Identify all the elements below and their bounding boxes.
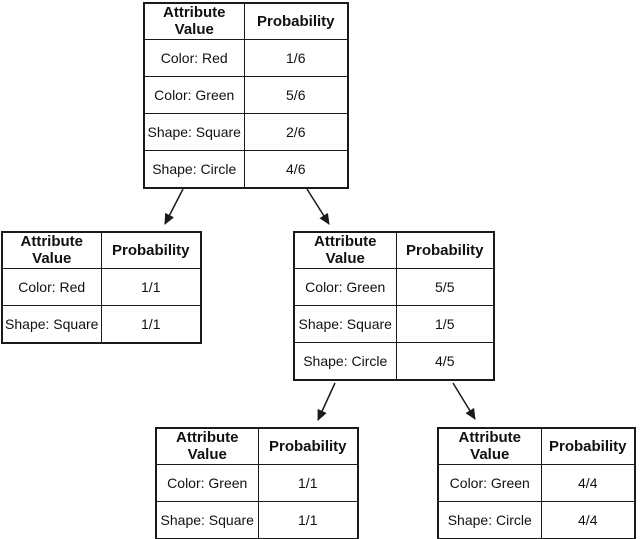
probability-table-branch-right: Attribute Value Probability Color: Green…: [293, 231, 495, 381]
cell-attribute: Color: Green: [143, 75, 245, 114]
table-row: Shape: Circle 4/6: [143, 149, 349, 188]
cell-probability: 5/6: [243, 75, 349, 114]
table-row: Shape: Circle 4/5: [293, 341, 495, 380]
cell-attribute: Color: Green: [293, 267, 397, 306]
table-header-row: Attribute Value Probability: [437, 427, 636, 465]
probability-table-leaf-left: Attribute Value Probability Color: Green…: [155, 427, 359, 539]
table-header-row: Attribute Value Probability: [1, 231, 202, 269]
header-attribute-value: Attribute Value: [293, 231, 397, 269]
cell-attribute: Shape: Square: [143, 112, 245, 151]
table-row: Color: Green 1/1: [155, 463, 359, 502]
table-row: Color: Red 1/6: [143, 38, 349, 77]
table-row: Shape: Circle 4/4: [437, 500, 636, 539]
header-probability: Probability: [395, 231, 495, 269]
table-row: Color: Green 4/4: [437, 463, 636, 502]
cell-attribute: Shape: Circle: [293, 341, 397, 380]
cell-probability: 1/1: [257, 500, 359, 539]
header-attribute-value: Attribute Value: [1, 231, 102, 269]
table-row: Color: Green 5/5: [293, 267, 495, 306]
cell-attribute: Color: Red: [1, 267, 102, 306]
arrow-branch-right-to-leaf-right-icon: [452, 382, 476, 420]
probability-table-branch-left: Attribute Value Probability Color: Red 1…: [1, 231, 202, 344]
table-header-row: Attribute Value Probability: [155, 427, 359, 465]
header-probability: Probability: [257, 427, 359, 465]
table-header-row: Attribute Value Probability: [143, 2, 349, 40]
cell-probability: 1/1: [257, 463, 359, 502]
cell-probability: 1/5: [395, 304, 495, 343]
cell-attribute: Shape: Circle: [143, 149, 245, 188]
table-header-row: Attribute Value Probability: [293, 231, 495, 269]
header-probability: Probability: [540, 427, 636, 465]
table-row: Shape: Square 2/6: [143, 112, 349, 151]
cell-attribute: Color: Red: [143, 38, 245, 77]
cell-attribute: Shape: Square: [155, 500, 259, 539]
cell-attribute: Shape: Square: [293, 304, 397, 343]
cell-attribute: Color: Green: [437, 463, 542, 502]
table-row: Color: Green 5/6: [143, 75, 349, 114]
cell-probability: 4/4: [540, 500, 636, 539]
cell-probability: 1/1: [100, 267, 202, 306]
table-row: Shape: Square 1/1: [155, 500, 359, 539]
cell-probability: 1/1: [100, 304, 202, 343]
table-row: Shape: Square 1/1: [1, 304, 202, 343]
cell-probability: 1/6: [243, 38, 349, 77]
cell-probability: 2/6: [243, 112, 349, 151]
cell-attribute: Color: Green: [155, 463, 259, 502]
cell-probability: 4/4: [540, 463, 636, 502]
cell-attribute: Shape: Circle: [437, 500, 542, 539]
header-attribute-value: Attribute Value: [143, 2, 245, 40]
header-attribute-value: Attribute Value: [437, 427, 542, 465]
cell-probability: 4/6: [243, 149, 349, 188]
probability-table-leaf-right: Attribute Value Probability Color: Green…: [437, 427, 636, 539]
arrow-branch-right-to-leaf-left-icon: [317, 382, 336, 421]
header-probability: Probability: [243, 2, 349, 40]
header-attribute-value: Attribute Value: [155, 427, 259, 465]
header-probability: Probability: [100, 231, 202, 269]
arrow-root-to-branch-left-icon: [164, 188, 184, 225]
cell-probability: 4/5: [395, 341, 495, 380]
arrow-root-to-branch-right-icon: [306, 188, 330, 225]
cell-attribute: Shape: Square: [1, 304, 102, 343]
table-row: Color: Red 1/1: [1, 267, 202, 306]
probability-table-root: Attribute Value Probability Color: Red 1…: [143, 2, 349, 189]
cell-probability: 5/5: [395, 267, 495, 306]
table-row: Shape: Square 1/5: [293, 304, 495, 343]
